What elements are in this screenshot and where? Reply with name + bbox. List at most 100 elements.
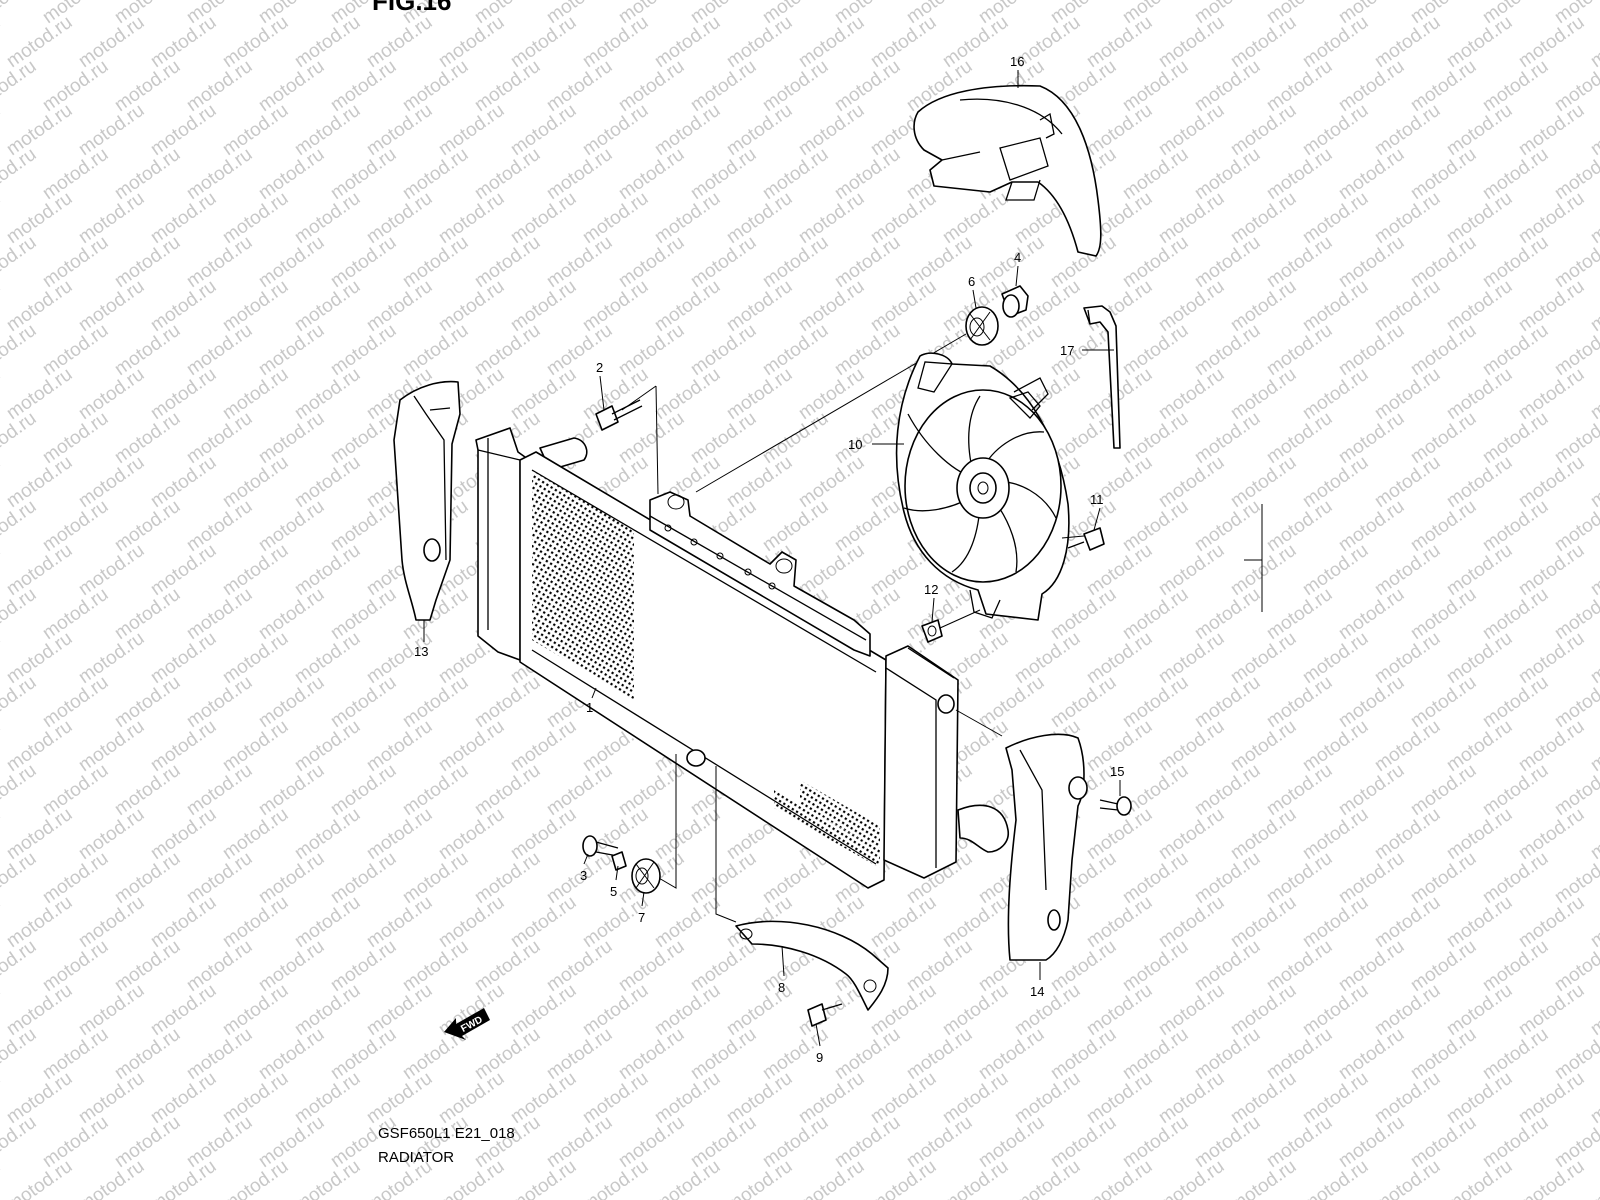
watermark-text: motod.ru [0, 716, 4, 776]
watermark-text: motod.ru [183, 1112, 256, 1172]
watermark-text: motod.ru [111, 496, 184, 556]
watermark-text: motod.ru [1263, 496, 1336, 556]
watermark-text: motod.ru [399, 936, 472, 996]
watermark-text: motod.ru [1191, 936, 1264, 996]
watermark-text: motod.ru [723, 1156, 796, 1200]
watermark-text: motod.ru [471, 320, 544, 380]
watermark-text: motod.ru [1119, 320, 1192, 380]
watermark-text: motod.ru [507, 1068, 580, 1128]
watermark-text: motod.ru [975, 672, 1048, 732]
watermark-text: motod.ru [3, 1068, 76, 1128]
watermark-text: motod.ru [543, 1112, 616, 1172]
watermark-text: motod.ru [1227, 452, 1300, 512]
watermark-text: motod.ru [291, 276, 364, 336]
watermark-text: motod.ru [219, 804, 292, 864]
watermark-text: motod.ru [255, 232, 328, 292]
watermark-text: motod.ru [1155, 452, 1228, 512]
watermark-text: motod.ru [1083, 100, 1156, 160]
watermark-text: motod.ru [291, 628, 364, 688]
watermark-text: motod.ru [75, 100, 148, 160]
watermark-text: motod.ru [1407, 848, 1480, 908]
watermark-text: motod.ru [1299, 452, 1372, 512]
watermark-text: motod.ru [363, 804, 436, 864]
watermark-text: motod.ru [39, 320, 112, 380]
watermark-text: motod.ru [795, 1156, 868, 1200]
watermark-text: motod.ru [1191, 320, 1264, 380]
watermark-text: motod.ru [39, 232, 112, 292]
watermark-text: motod.ru [759, 56, 832, 116]
watermark-text: motod.ru [327, 56, 400, 116]
clamp-part[interactable] [1083, 305, 1121, 449]
cooling-fan-part[interactable] [895, 352, 1070, 621]
watermark-text: motod.ru [75, 452, 148, 512]
cushion-lower-part[interactable] [631, 858, 661, 894]
watermark-text: motod.ru [1299, 804, 1372, 864]
bolt-bracket-part[interactable] [807, 1003, 843, 1027]
watermark-text: motod.ru [1443, 540, 1516, 600]
watermark-text: motod.ru [687, 56, 760, 116]
watermark-text: motod.ru [1119, 496, 1192, 556]
watermark-text: motod.ru [1407, 672, 1480, 732]
watermark-text: motod.ru [0, 672, 40, 732]
watermark-text: motod.ru [1191, 56, 1264, 116]
watermark-text: motod.ru [1515, 628, 1588, 688]
fan-shroud-part[interactable] [913, 84, 1102, 257]
watermark-text: motod.ru [471, 232, 544, 292]
nut-part[interactable] [921, 619, 943, 643]
watermark-text: motod.ru [219, 276, 292, 336]
watermark-text: motod.ru [1515, 1068, 1588, 1128]
watermark-text: motod.ru [1587, 12, 1600, 72]
watermark-text: motod.ru [1191, 672, 1264, 732]
watermark-text: motod.ru [1119, 1112, 1192, 1172]
watermark-text: motod.ru [579, 188, 652, 248]
watermark-text: motod.ru [1227, 1068, 1300, 1128]
watermark-text: motod.ru [183, 144, 256, 204]
side-cover-right-part[interactable] [1005, 733, 1088, 961]
watermark-text: motod.ru [1227, 980, 1300, 1040]
collar-lower-part[interactable] [611, 851, 627, 871]
bolt-upper-part[interactable] [595, 399, 643, 431]
watermark-text: motod.ru [615, 144, 688, 204]
watermark-text: motod.ru [219, 540, 292, 600]
watermark-text: motod.ru [1515, 716, 1588, 776]
watermark-text: motod.ru [1155, 276, 1228, 336]
watermark-text: motod.ru [183, 760, 256, 820]
watermark-text: motod.ru [1263, 56, 1336, 116]
callout-3: 3 [580, 868, 587, 883]
watermark-text: motod.ru [147, 364, 220, 424]
watermark-text: motod.ru [975, 1112, 1048, 1172]
watermark-text: motod.ru [0, 936, 40, 996]
side-cover-left-part[interactable] [393, 380, 461, 621]
watermark-text: motod.ru [1371, 628, 1444, 688]
watermark-text: motod.ru [759, 408, 832, 468]
watermark-text: motod.ru [1119, 408, 1192, 468]
watermark-text: motod.ru [435, 188, 508, 248]
radiator-part[interactable] [475, 427, 1010, 889]
watermark-text: motod.ru [183, 232, 256, 292]
screw-part[interactable] [1099, 796, 1132, 816]
watermark-text: motod.ru [507, 364, 580, 424]
watermark-text: motod.ru [1479, 1112, 1552, 1172]
watermark-text: motod.ru [291, 364, 364, 424]
cushion-upper-part[interactable] [965, 306, 999, 346]
watermark-text: motod.ru [831, 320, 904, 380]
bolt-fan-right-part[interactable] [1067, 527, 1105, 551]
watermark-text: motod.ru [1479, 408, 1552, 468]
watermark-text: motod.ru [291, 12, 364, 72]
watermark-text: motod.ru [327, 144, 400, 204]
watermark-text: motod.ru [1443, 12, 1516, 72]
bracket-part[interactable] [735, 920, 889, 1011]
collar-part[interactable] [1001, 285, 1029, 318]
watermark-text: motod.ru [1011, 980, 1084, 1040]
watermark-text: motod.ru [147, 1156, 220, 1200]
watermark-text: motod.ru [1155, 100, 1228, 160]
watermark-text: motod.ru [291, 452, 364, 512]
watermark-text: motod.ru [1335, 408, 1408, 468]
watermark-text: motod.ru [255, 936, 328, 996]
watermark-text: motod.ru [363, 1068, 436, 1128]
bolt-lower-part[interactable] [582, 835, 619, 857]
watermark-text: motod.ru [795, 364, 868, 424]
watermark-text: motod.ru [1083, 892, 1156, 952]
watermark-text: motod.ru [903, 1024, 976, 1084]
watermark-text: motod.ru [1443, 804, 1516, 864]
